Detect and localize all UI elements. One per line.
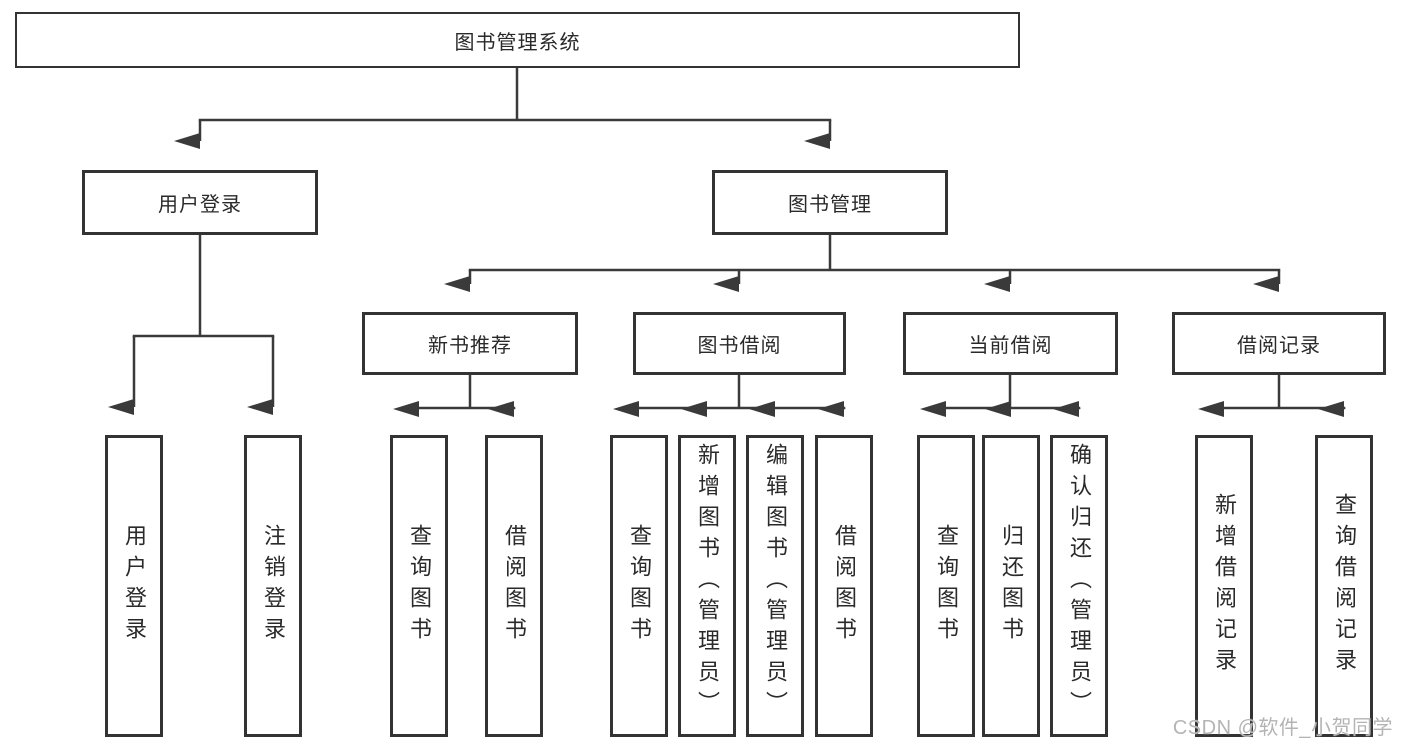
node-leaf-logout: 注销登录 [244, 435, 302, 737]
node-leaf-borrow-books-recommend: 借阅图书 [485, 435, 543, 737]
node-book-management-branch: 图书管理 [712, 170, 948, 235]
node-leaf-confirm-return-admin: 确认归还（管理员） [1050, 435, 1108, 737]
node-leaf-add-borrow-record: 新增借阅记录 [1195, 435, 1253, 737]
node-leaf-user-login: 用户登录 [105, 435, 163, 737]
node-leaf-query-books-current: 查询图书 [917, 435, 975, 737]
node-book-borrow: 图书借阅 [633, 312, 846, 375]
node-leaf-borrow-books: 借阅图书 [815, 435, 873, 737]
node-leaf-query-borrow-record: 查询借阅记录 [1315, 435, 1373, 737]
node-system-root: 图书管理系统 [15, 12, 1020, 68]
node-leaf-add-books-admin: 新增图书（管理员） [678, 435, 736, 737]
node-borrow-records: 借阅记录 [1172, 312, 1386, 375]
node-user-login-branch: 用户登录 [82, 170, 318, 235]
csdn-watermark: CSDN @软件_小贺同学 [1172, 717, 1393, 739]
node-leaf-return-books: 归还图书 [982, 435, 1040, 737]
node-leaf-query-books-recommend: 查询图书 [390, 435, 448, 737]
node-current-borrow: 当前借阅 [903, 312, 1118, 375]
node-leaf-query-books-borrow: 查询图书 [610, 435, 668, 737]
node-new-book-recommend: 新书推荐 [362, 312, 578, 375]
node-leaf-edit-books-admin: 编辑图书（管理员） [746, 435, 804, 737]
